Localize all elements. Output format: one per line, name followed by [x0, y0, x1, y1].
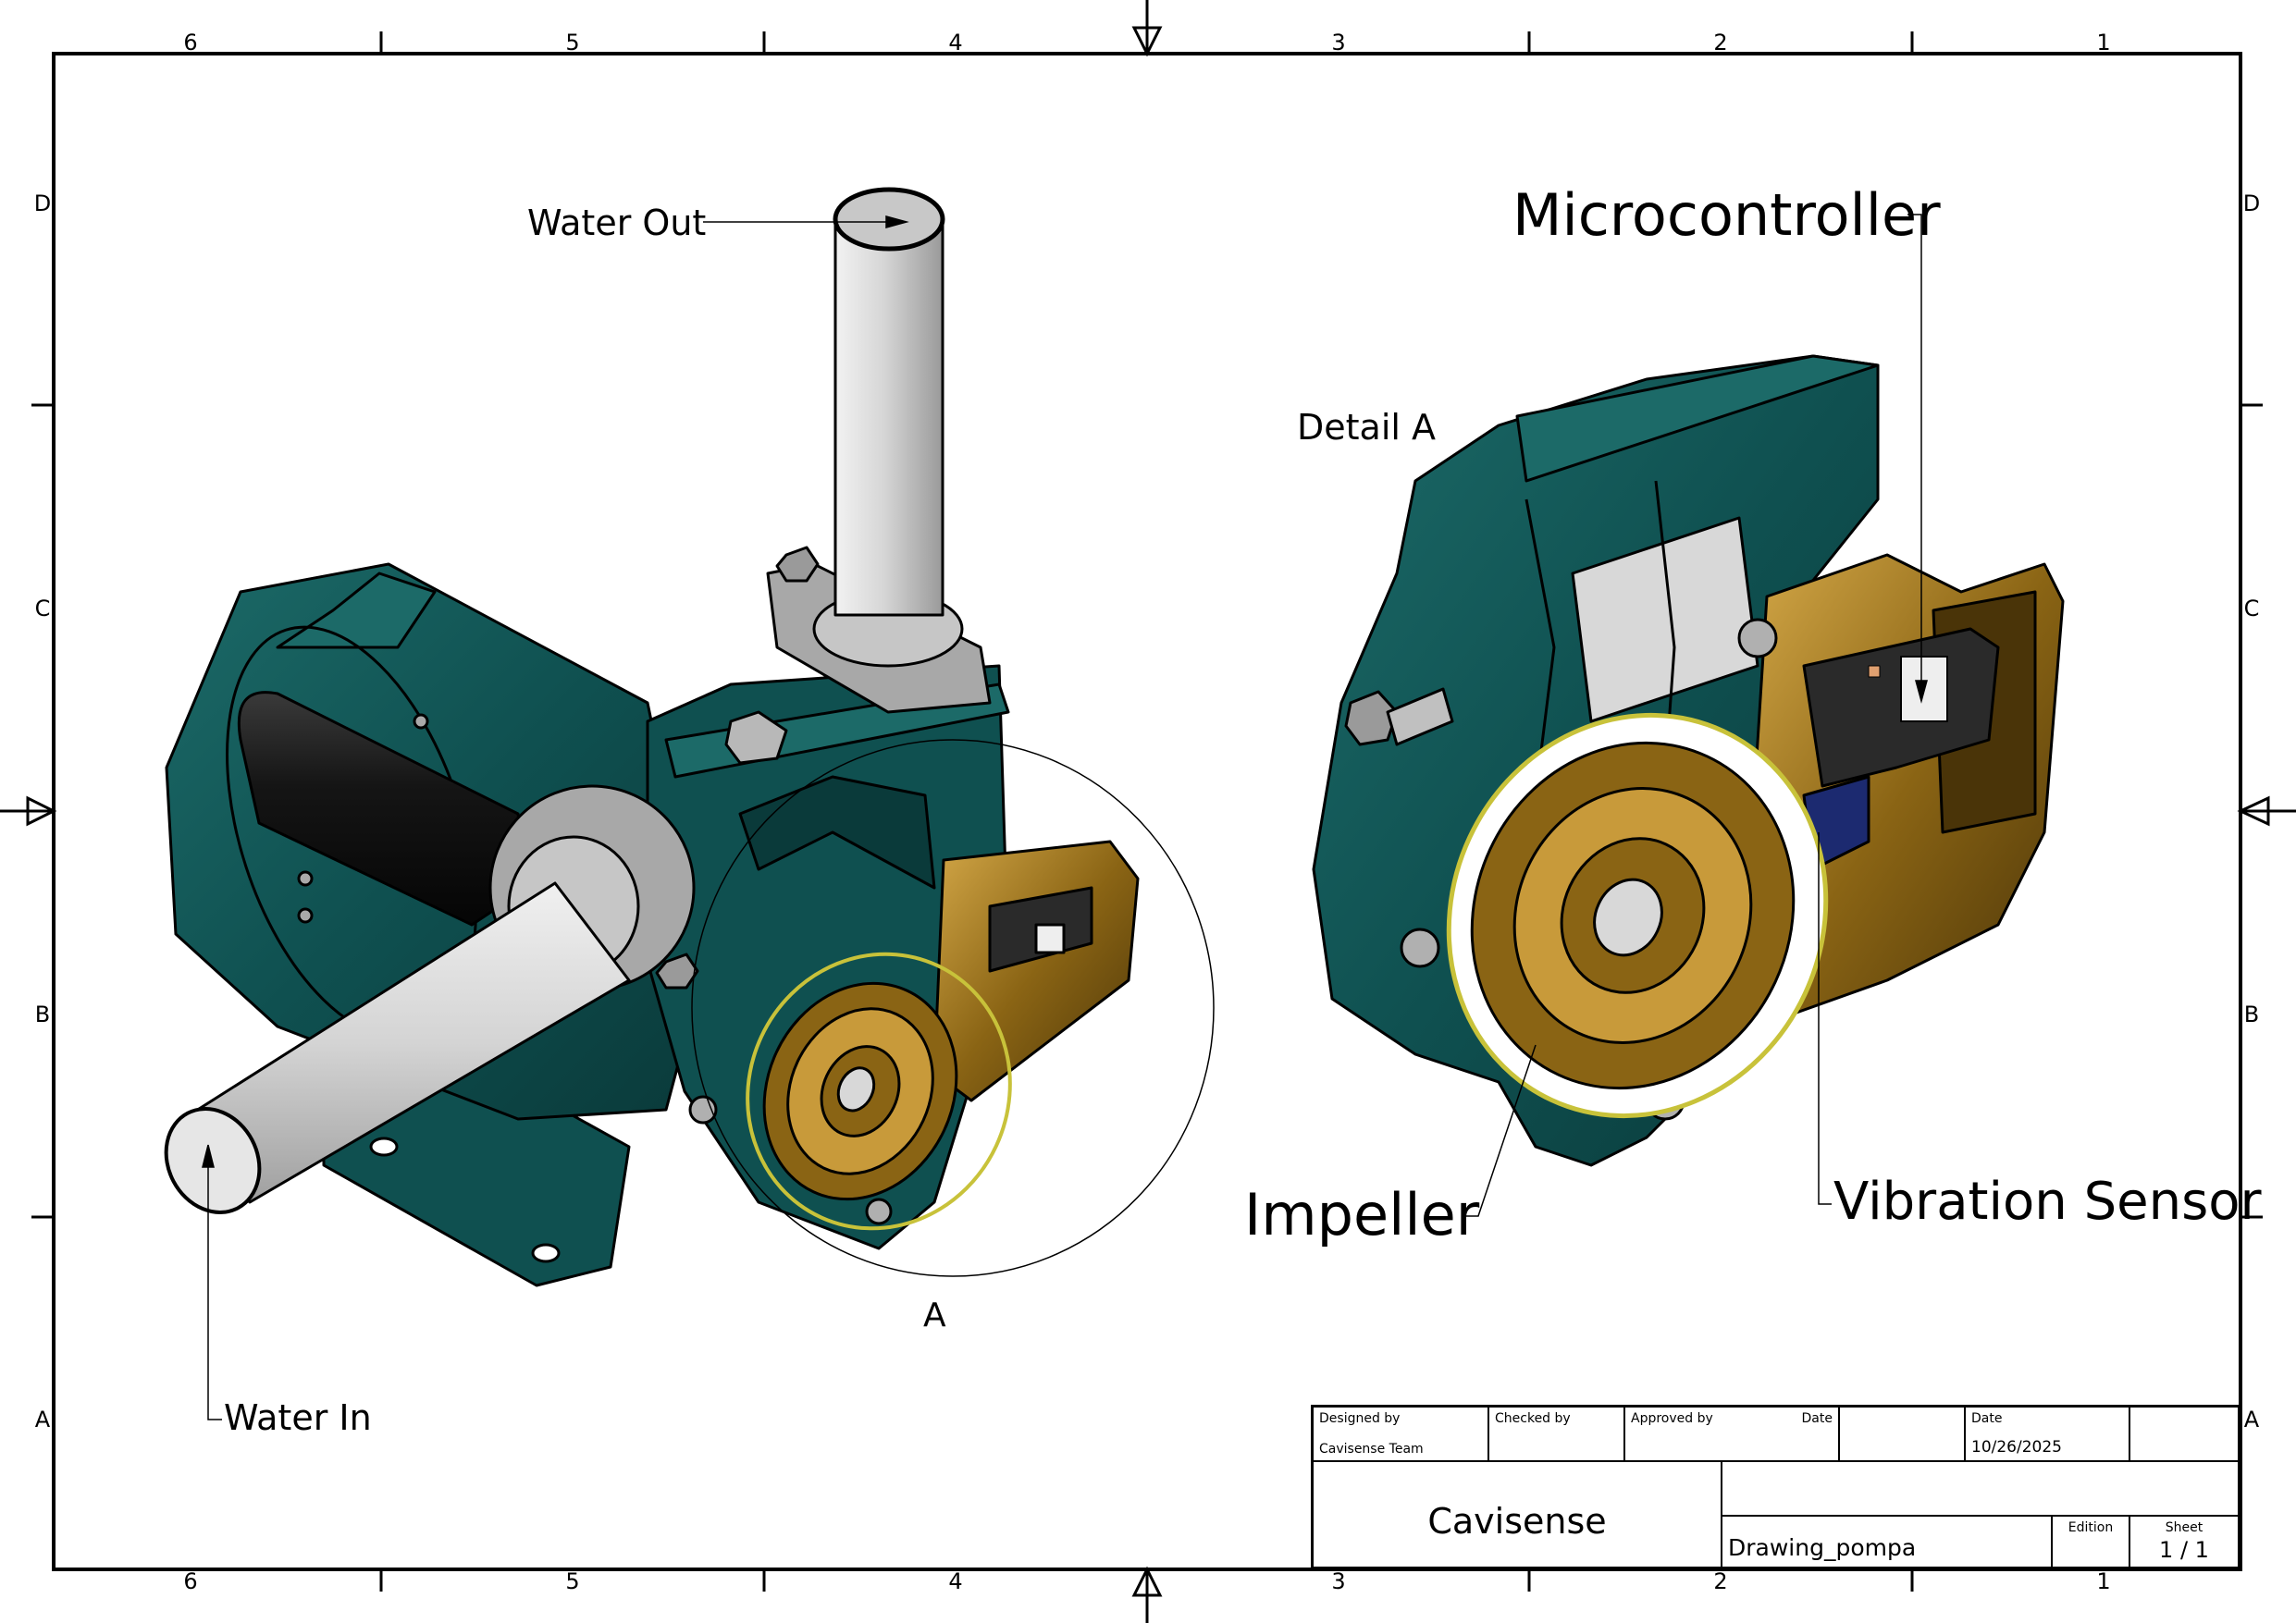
blank-cell — [2130, 1408, 2238, 1462]
drawing-name: Drawing_pompa — [1728, 1534, 1917, 1561]
edition-label: Edition — [2068, 1520, 2114, 1535]
date-label: Date — [1971, 1411, 2003, 1426]
sensor-housing-main — [932, 840, 1140, 1102]
column-marker-bottom-3: 3 — [1331, 1568, 1346, 1594]
impeller-main — [746, 952, 1012, 1231]
callout-microcontroller: Microcontroller — [1512, 181, 1941, 249]
centering-mark-left — [0, 795, 57, 827]
centering-mark-bottom — [1131, 1566, 1163, 1623]
callout-water-out: Water Out — [527, 203, 707, 243]
detail-circle-label: A — [923, 1297, 946, 1334]
row-marker-right-c: C — [2243, 596, 2260, 621]
detail-view-title: Detail A — [1297, 407, 1437, 448]
column-marker-bottom-6: 6 — [183, 1568, 198, 1594]
checked-by-cell: Checked by — [1489, 1408, 1625, 1462]
column-marker-bottom-1: 1 — [2096, 1568, 2111, 1594]
company-cell: Cavisense — [1314, 1462, 1722, 1567]
centering-mark-top — [1131, 0, 1163, 57]
row-marker-right-b: B — [2243, 1002, 2260, 1027]
column-marker-top-3: 3 — [1331, 30, 1346, 55]
sheet-label: Sheet — [2165, 1520, 2203, 1535]
approved-by-cell: Approved by Date — [1625, 1408, 1840, 1462]
approved-by-label: Approved by — [1631, 1411, 1713, 1426]
row-marker-right-d: D — [2242, 191, 2261, 216]
vibration-sensor-leader — [1818, 832, 1832, 1205]
callout-vibration-sensor: Vibration Sensor — [1833, 1172, 2262, 1232]
checked-by-label: Checked by — [1495, 1411, 1571, 1426]
company-name: Cavisense — [1427, 1501, 1607, 1542]
designed-by-cell: Designed by Cavisense Team — [1314, 1408, 1489, 1462]
column-marker-bottom-4: 4 — [948, 1568, 963, 1594]
callout-water-in: Water In — [224, 1397, 372, 1438]
designed-by-value: Cavisense Team — [1319, 1442, 1424, 1457]
impeller-leader — [1463, 1044, 1537, 1217]
column-marker-top-5: 5 — [565, 30, 580, 55]
sheet-cell: Sheet 1 / 1 — [2130, 1517, 2238, 1567]
water-out-leader — [703, 215, 909, 228]
title-block: Designed by Cavisense Team Checked by Ap… — [1311, 1405, 2240, 1569]
water-in-leader — [202, 1144, 222, 1420]
edition-cell: Edition — [2053, 1517, 2130, 1567]
sheet-value: 1 / 1 — [2159, 1537, 2209, 1563]
drawing-name-cell: Drawing_pompa — [1722, 1517, 2053, 1567]
row-marker-right-a: A — [2243, 1407, 2260, 1432]
row-marker-left-d: D — [33, 191, 52, 216]
row-marker-left-c: C — [34, 596, 51, 621]
row-marker-left-b: B — [34, 1002, 51, 1027]
centering-mark-right — [2237, 795, 2296, 827]
callout-impeller: Impeller — [1244, 1181, 1480, 1248]
impeller-detail — [1446, 712, 1829, 1119]
discharge-pipe — [833, 215, 944, 617]
detail-a-view — [1312, 354, 2065, 1167]
date-value: 10/26/2025 — [1971, 1438, 2062, 1457]
approved-date-cell — [1840, 1408, 1966, 1462]
column-marker-top-6: 6 — [183, 30, 198, 55]
detail-circle-a — [691, 739, 1215, 1277]
pump-assembly-view — [164, 187, 1140, 1287]
date-cell: Date 10/26/2025 — [1966, 1408, 2130, 1462]
approved-date-label: Date — [1801, 1411, 1833, 1426]
designed-by-label: Designed by — [1319, 1411, 1401, 1426]
column-marker-top-4: 4 — [948, 30, 963, 55]
column-marker-bottom-2: 2 — [1713, 1568, 1728, 1594]
title-cell — [1722, 1462, 2238, 1517]
column-marker-bottom-5: 5 — [565, 1568, 580, 1594]
column-marker-top-1: 1 — [2096, 30, 2111, 55]
column-marker-top-2: 2 — [1713, 30, 1728, 55]
microcontroller-leader — [1907, 214, 1928, 704]
row-marker-left-a: A — [34, 1407, 51, 1432]
